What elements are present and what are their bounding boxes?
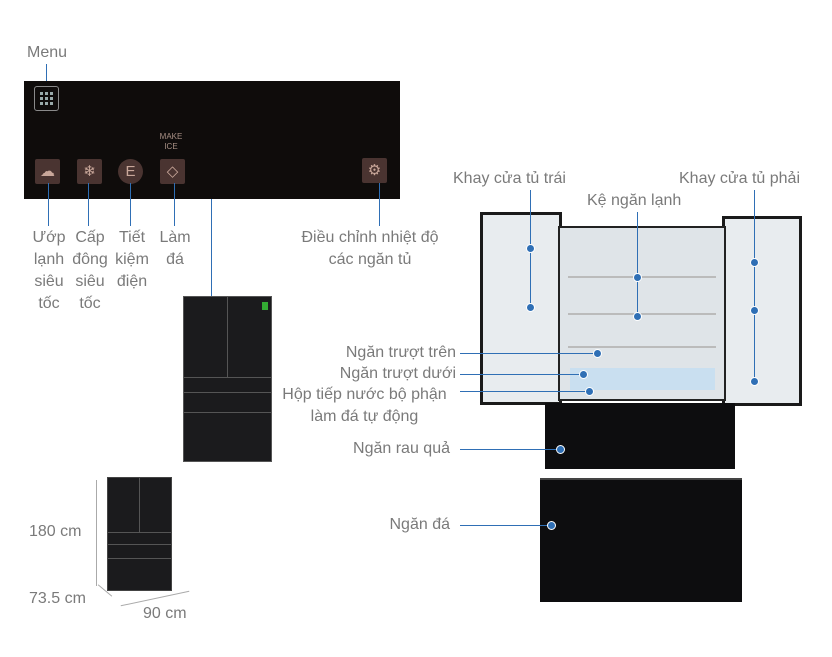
leader-line — [460, 353, 597, 354]
label-ice-water-box: Hộp tiếp nước bộ phận làm đá tự động — [282, 386, 447, 425]
marker-dot — [579, 370, 588, 379]
marker-dot — [547, 521, 556, 530]
leader-line — [460, 449, 560, 450]
label-right-door-tray: Khay cửa tủ phải — [679, 170, 801, 187]
leader-line — [460, 374, 583, 375]
marker-dot — [585, 387, 594, 396]
leader-line — [637, 212, 638, 316]
make-ice-text: MAKE ICE — [159, 132, 183, 151]
label-make-ice: Làm đá — [159, 229, 191, 268]
leader-line — [48, 183, 49, 226]
label-upper-slide: Ngăn trượt trên — [345, 344, 456, 361]
marker-dot — [633, 312, 642, 321]
label-fast-cooling: Ướp lạnh siêu tốc — [32, 229, 66, 312]
depth-label: 73.5 cm — [29, 590, 86, 607]
temperature-adjust-icon[interactable]: ⚙ — [362, 158, 387, 183]
menu-grid-icon[interactable] — [34, 86, 59, 111]
height-dimension-line — [96, 480, 97, 586]
label-energy-saving: Tiết kiệm điện — [115, 229, 149, 290]
label-chiller-shelf: Kệ ngăn lạnh — [587, 192, 682, 209]
energy-saving-icon[interactable]: E — [118, 159, 143, 184]
leader-line — [174, 183, 175, 226]
label-left-door-tray: Khay cửa tủ trái — [453, 170, 566, 187]
height-label: 180 cm — [29, 523, 82, 540]
leader-line — [754, 190, 755, 383]
fast-freeze-icon[interactable]: ❄ — [77, 159, 102, 184]
marker-dot — [526, 303, 535, 312]
leader-line — [460, 391, 589, 392]
label-fast-freeze: Cấp đông siêu tốc — [72, 229, 108, 312]
leader-line — [130, 183, 131, 226]
control-panel: MAKE ICE ☁ ❄ E ◇ ⚙ — [24, 81, 400, 199]
width-label: 90 cm — [143, 605, 187, 622]
leader-line — [379, 183, 380, 226]
menu-leader-line — [46, 64, 47, 92]
marker-dot — [633, 273, 642, 282]
label-vegetable-drawer: Ngăn rau quả — [353, 440, 450, 457]
leader-line — [460, 525, 551, 526]
fridge-dimension-image — [107, 477, 172, 591]
marker-dot — [556, 445, 565, 454]
label-temperature-adjust: Điều chỉnh nhiệt độ các ngăn tủ — [301, 229, 439, 268]
leader-line — [211, 199, 212, 374]
fast-cooling-icon[interactable]: ☁ — [35, 159, 60, 184]
marker-dot — [750, 377, 759, 386]
label-lower-slide: Ngăn trượt dưới — [339, 365, 456, 382]
menu-label: Menu — [27, 44, 68, 61]
fridge-front-image — [183, 296, 272, 462]
marker-dot — [593, 349, 602, 358]
leader-line — [88, 183, 89, 226]
marker-dot — [750, 258, 759, 267]
ice-maker-icon[interactable]: ◇ — [160, 159, 185, 184]
marker-dot — [526, 244, 535, 253]
marker-dot — [750, 306, 759, 315]
label-ice-drawer: Ngăn đá — [389, 516, 451, 533]
